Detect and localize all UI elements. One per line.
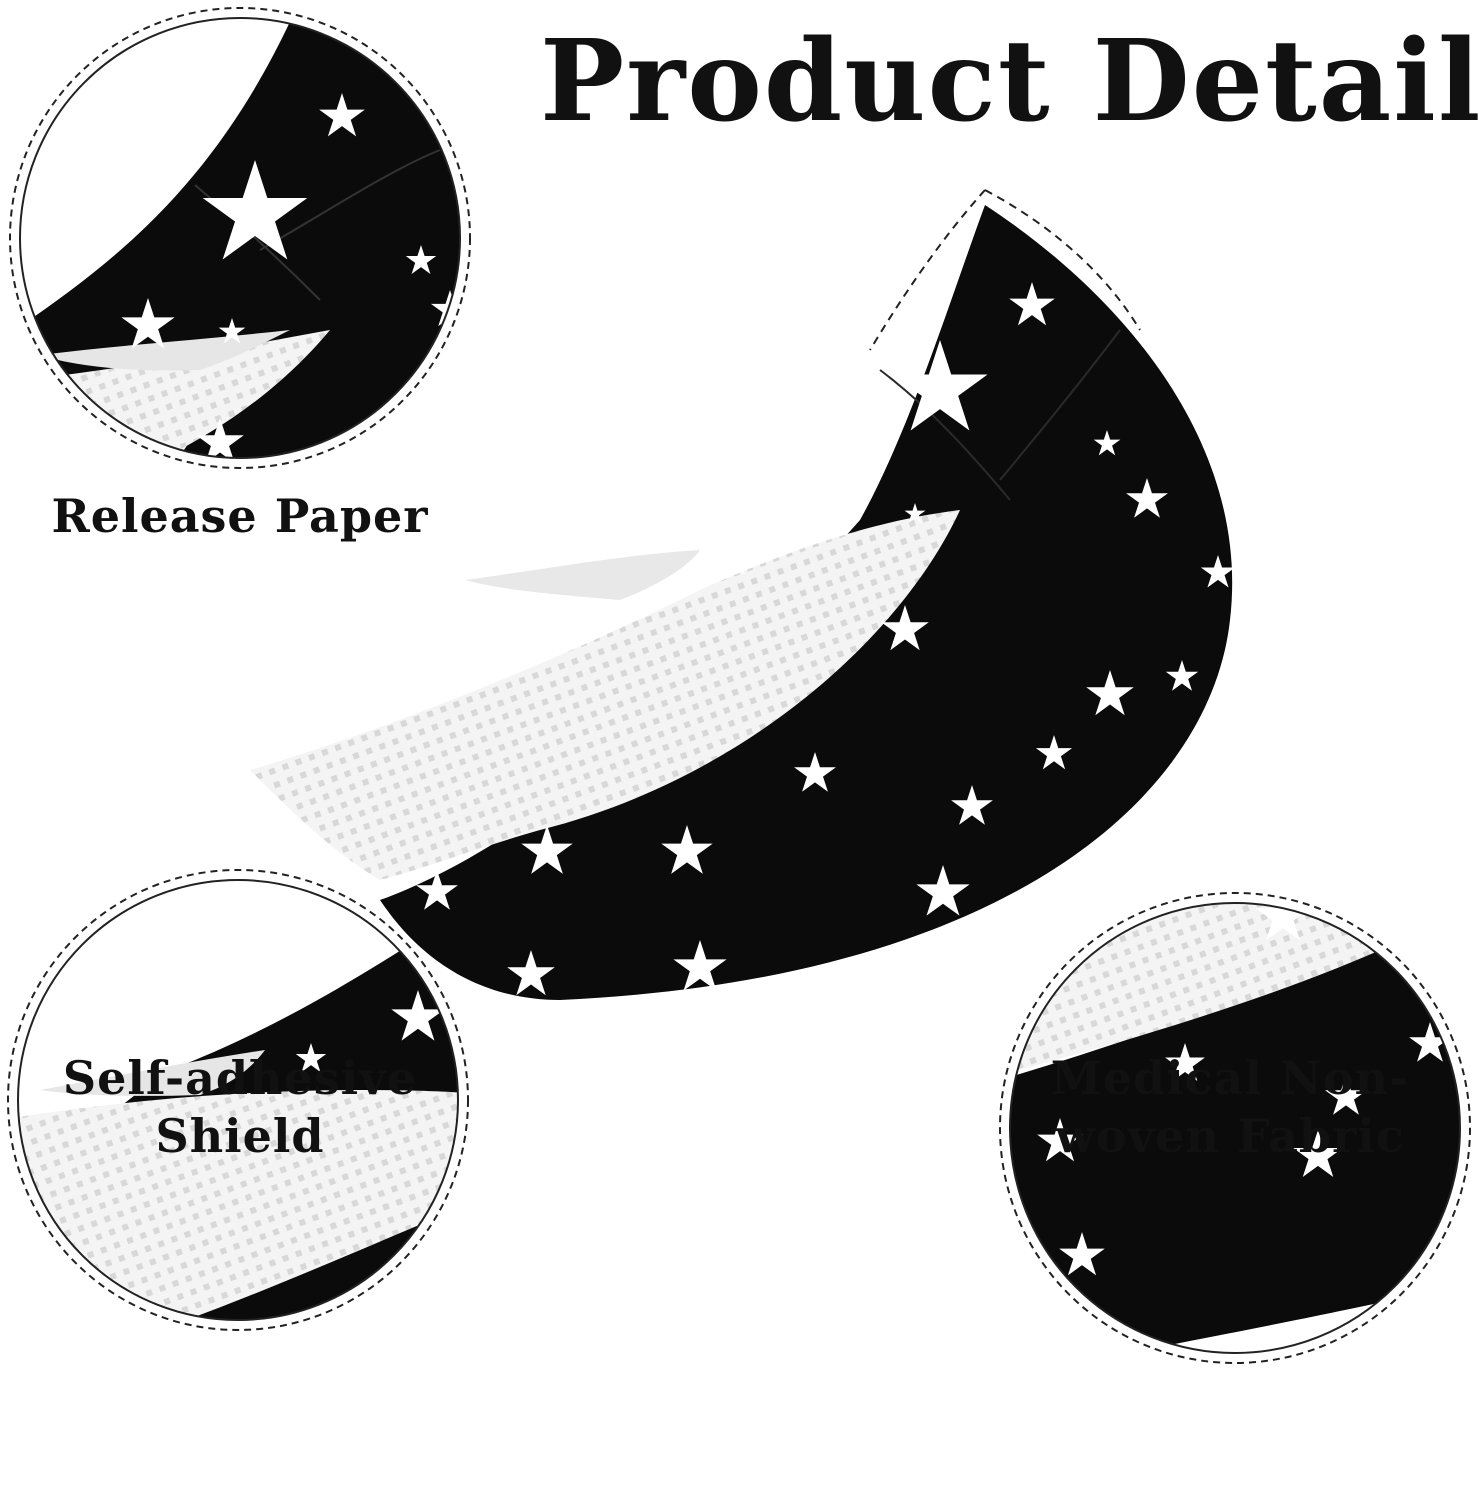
zoom-circle-adhesive-shield [7, 869, 469, 1331]
self-adhesive-shield-label-line1: Self-adhesive [62, 1051, 418, 1105]
release-paper-label: Release Paper [30, 488, 450, 546]
self-adhesive-shield-label: Self-adhesive Shield [30, 1050, 450, 1165]
main-shield [250, 205, 1236, 1000]
zoom-circle-nonwoven-fabric [999, 892, 1471, 1364]
nonwoven-fabric-label: Medical Non- woven Fabric [1010, 1050, 1450, 1165]
release-paper-label-text: Release Paper [51, 489, 429, 543]
self-adhesive-shield-label-line2: Shield [155, 1108, 325, 1163]
nonwoven-fabric-label-line1: Medical Non- [1050, 1051, 1410, 1105]
page-title: Product Details [540, 16, 1479, 147]
product-outline [869, 189, 1141, 351]
nonwoven-fabric-label-line2: woven Fabric [1055, 1108, 1405, 1163]
zoom-circle-release-paper [9, 7, 471, 469]
